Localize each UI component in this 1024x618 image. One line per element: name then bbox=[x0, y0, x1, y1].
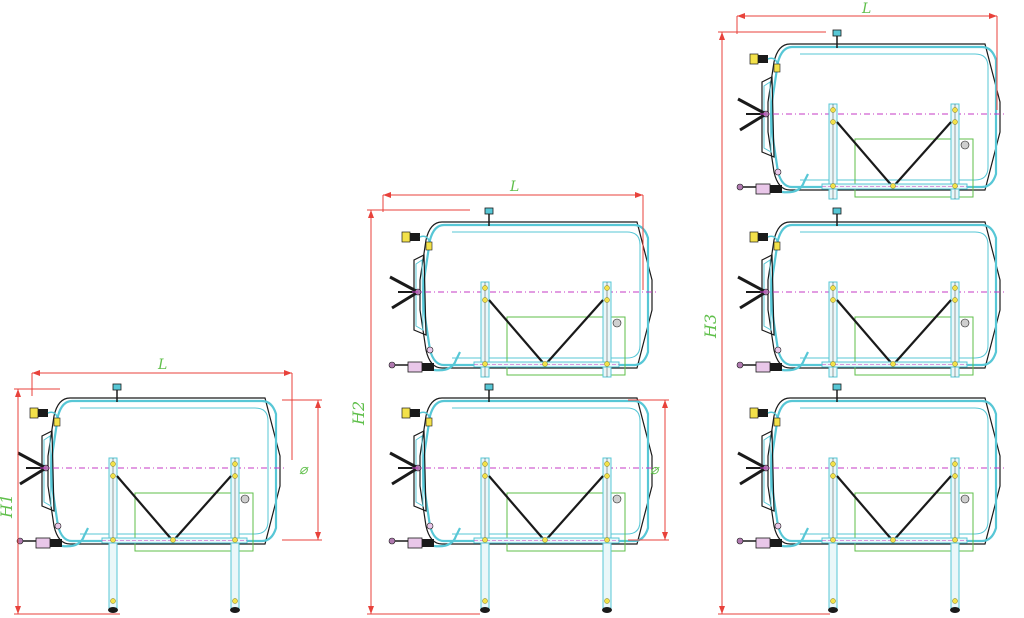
height-label-2: H2 bbox=[349, 401, 368, 426]
length-label-3: L bbox=[861, 1, 871, 17]
height-label-3: H3 bbox=[701, 314, 720, 339]
diameter-label-1: ⌀ bbox=[299, 462, 309, 478]
height-label-1: H1 bbox=[0, 494, 16, 519]
config-three-tanks: L H3 bbox=[701, 1, 1007, 615]
length-label-2: L bbox=[509, 179, 519, 195]
config-two-tanks: L ⌀ H2 bbox=[349, 179, 669, 615]
config-single-tank: L ⌀ H1 bbox=[0, 357, 322, 615]
length-label-1: L bbox=[157, 357, 167, 373]
diameter-label-2: ⌀ bbox=[650, 462, 660, 478]
